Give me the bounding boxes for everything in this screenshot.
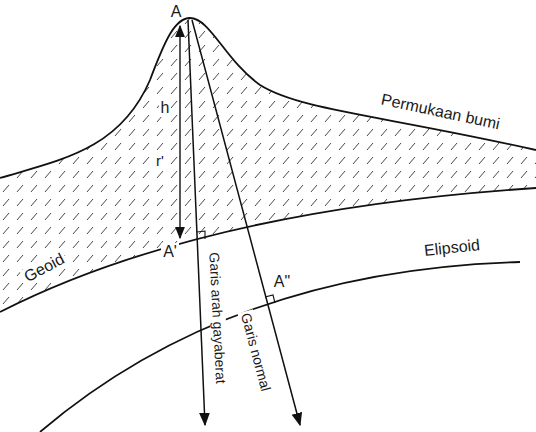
distance-label: r' <box>154 152 166 169</box>
normal-line <box>192 20 300 425</box>
point-label: A' <box>161 243 179 261</box>
surface-label: Elipsoid <box>421 236 483 260</box>
ellipsoid-curve <box>40 262 520 432</box>
right-angle-geoid <box>197 231 205 239</box>
point-label: A <box>169 3 184 21</box>
gravity-line <box>188 20 205 425</box>
line-label: Garis normal <box>237 309 274 394</box>
geoid-curve <box>0 188 536 312</box>
height-label: h <box>159 99 172 117</box>
point-label: A" <box>272 273 292 291</box>
crust-hatching <box>0 18 536 312</box>
height-arrow <box>179 26 180 238</box>
line-label: Garis arah gayaberat <box>206 250 229 386</box>
earth-surface <box>0 18 536 178</box>
right-angle-ellipsoid <box>265 295 275 303</box>
